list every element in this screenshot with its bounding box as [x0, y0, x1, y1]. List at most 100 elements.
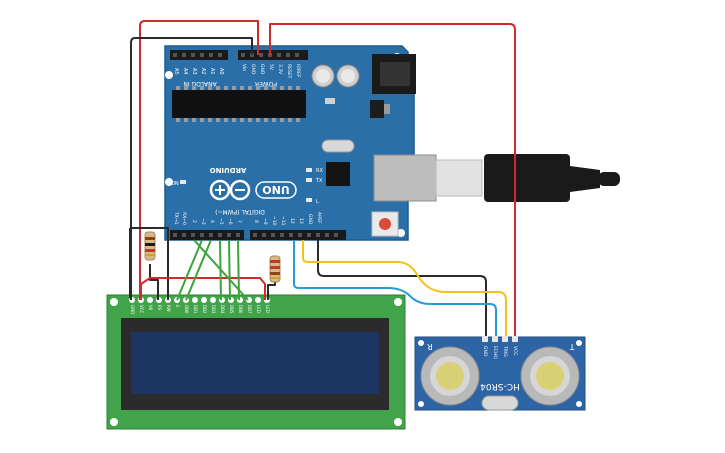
- usb-b-port: [373, 154, 437, 202]
- pin-label-2: 2: [191, 220, 197, 223]
- usb-cable[interactable]: [373, 154, 620, 202]
- mounting-hole: [394, 298, 402, 306]
- wire-gnd-to-lcd-gnd[interactable]: [130, 37, 253, 300]
- wire-echo[interactable]: [293, 240, 497, 336]
- wire-trig[interactable]: [302, 240, 507, 336]
- on-led: [180, 180, 186, 184]
- mounting-hole: [397, 229, 405, 237]
- usb-plug-body: [484, 154, 570, 202]
- pin-label-12: 12: [289, 218, 295, 224]
- reset-button-cap[interactable]: [379, 218, 391, 230]
- pin-label-gnd: GND: [307, 214, 313, 225]
- sensor-pin-trig: TRIG: [502, 345, 508, 357]
- brand-label: ARDUINO: [210, 166, 247, 174]
- pin-label-rx: RX←0: [181, 212, 187, 225]
- analog-header: [170, 50, 228, 60]
- analog-in-label: ANALOG IN: [183, 80, 216, 87]
- sensor-label-r: R: [427, 342, 433, 351]
- power-header: [238, 50, 308, 60]
- pin-label-13: 13: [298, 218, 304, 224]
- board-model-label: UNO: [262, 183, 290, 196]
- lcd-screen: [131, 332, 379, 394]
- lcd-pin-led-a: LED: [256, 305, 261, 313]
- lcd-pin-v0: V0: [148, 305, 153, 311]
- pin-label-gnd: GND: [259, 64, 265, 75]
- sensor-model-label: HC-SR04: [480, 381, 520, 391]
- lcd-pin-rs: RS: [157, 305, 162, 311]
- wire-led-anode[interactable]: [140, 277, 266, 300]
- wire-db7[interactable]: [193, 239, 249, 301]
- wire-5v-to-lcd-vcc[interactable]: [139, 20, 259, 300]
- pin-label-5v: 5V: [268, 64, 274, 71]
- lcd-pin-rw: RW: [166, 305, 171, 312]
- pin-label-gnd: GND: [250, 64, 256, 75]
- pin-label-a1: A1: [209, 68, 215, 75]
- pin-label-8: 8: [253, 220, 259, 223]
- lcd-pin-gnd: GND: [130, 305, 135, 314]
- digital-label: DIGITAL (PWM~): [215, 208, 265, 215]
- usb-plug-metal: [435, 159, 483, 197]
- lcd-pin-vcc: VCC: [139, 305, 144, 314]
- lcd-pin-led-k: LED: [265, 305, 270, 313]
- sensor-label-t: T: [569, 342, 575, 351]
- pin-label-aref: AREF: [316, 212, 322, 224]
- pin-label-reset: RESET: [286, 64, 292, 79]
- mounting-hole: [165, 71, 173, 79]
- sensor-crystal: [481, 395, 519, 411]
- on-label: ON: [171, 181, 179, 187]
- pin-label-3: ~3: [200, 218, 206, 225]
- power-label: POWER: [255, 80, 277, 87]
- crystal-oscillator: [321, 139, 355, 153]
- mounting-hole: [110, 418, 118, 426]
- resistor-1[interactable]: [144, 231, 156, 261]
- wire-db5[interactable]: [228, 239, 231, 301]
- tx-label: TX: [315, 178, 323, 184]
- lcd-pin-db1: DB1: [193, 305, 198, 314]
- voltage-regulator: [370, 100, 384, 118]
- pin-label-4: 4: [209, 220, 215, 223]
- pin-label-10: ~10: [271, 216, 277, 226]
- rx-label: RX: [316, 168, 323, 174]
- digital-header-low: [170, 230, 244, 240]
- pin-label-7: 7: [236, 220, 242, 223]
- pin-label-9: ~9: [262, 218, 268, 225]
- pin-label-5: ~5: [218, 218, 224, 225]
- lcd-pin-db7: DB7: [247, 305, 252, 314]
- wire-rs[interactable]: [185, 239, 212, 301]
- microcontroller-chip: [172, 90, 306, 118]
- lcd-pin-db0: DB0: [184, 305, 189, 314]
- wire-gnd-to-sensor-gnd[interactable]: [317, 240, 487, 336]
- lcd-pin-db3: DB3: [211, 305, 216, 314]
- arduino-uno-board[interactable]: ANALOG IN POWER A5 A4 A3 A2 A1 A0 Vin GN…: [164, 45, 416, 241]
- lcd-pin-db4: DB4: [220, 305, 225, 314]
- pin-label-6: ~6: [227, 218, 233, 225]
- hc-sr04-sensor[interactable]: GND ECHO TRIG VCC HC-SR04 R T: [414, 336, 586, 411]
- lcd-16x2-module[interactable]: GND VCC V0 RS RW E DB0 DB1 DB2 DB3 DB4 D…: [106, 294, 406, 430]
- pin-label-3v3: 3.3V: [277, 64, 283, 75]
- mounting-hole: [165, 178, 173, 186]
- sensor-pin-vcc: VCC: [512, 346, 518, 355]
- pin-label-a5: A5: [173, 68, 179, 75]
- wire-5v-to-sensor-vcc[interactable]: [269, 23, 516, 336]
- sensor-pin-gnd: GND: [482, 346, 488, 357]
- smd-component: [325, 98, 335, 104]
- pin-label-a4: A4: [182, 68, 188, 75]
- wire-gnd-to-lcd-rw[interactable]: [130, 227, 169, 300]
- lcd-pin-db5: DB5: [229, 305, 234, 314]
- lcd-pin-e: E: [175, 305, 180, 308]
- pin-label-ioref: IOREF: [295, 64, 301, 78]
- wires: [129, 20, 516, 336]
- arduino-logo: UNO ARDUINO: [210, 166, 297, 201]
- lcd-pin-db6: DB6: [238, 305, 243, 314]
- pin-label-a0: A0: [218, 68, 224, 75]
- pin-label-11: ~11: [280, 216, 286, 226]
- l-label: L: [316, 199, 319, 205]
- lcd-pin-db2: DB2: [202, 305, 207, 314]
- resistor-2[interactable]: [269, 255, 281, 283]
- mounting-hole: [394, 418, 402, 426]
- l-led: [306, 198, 312, 202]
- wire-e[interactable]: [176, 239, 203, 301]
- wire-contrast[interactable]: [149, 264, 159, 300]
